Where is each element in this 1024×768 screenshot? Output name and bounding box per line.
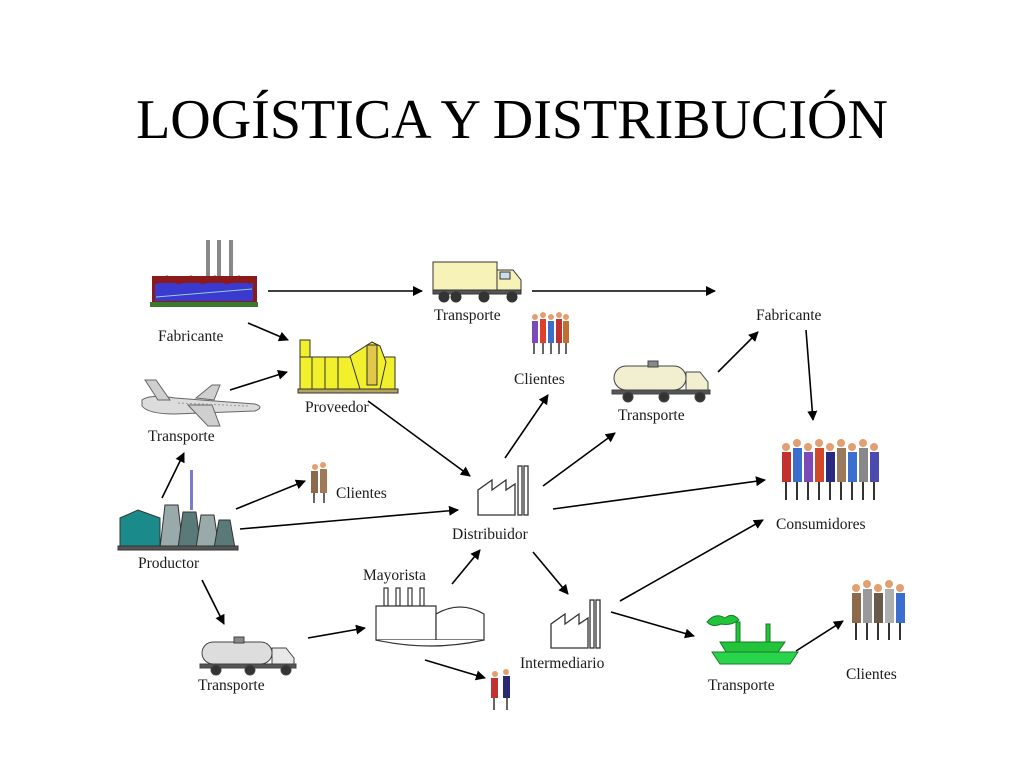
arrow-fabricante-to-proveedor [247,322,289,342]
arrow-mayorista-to-distribuidor [451,549,481,585]
label-productor: Productor [138,555,200,572]
label-fabricante-2: Fabricante [756,307,822,324]
tanker-truck-icon [199,636,297,676]
page-title: LOGÍSTICA Y DISTRIBUCIÓN [136,89,888,151]
arrow-intermediario-to-ship [610,611,695,639]
arrow-proveedor-to-distribuidor [367,400,471,477]
arrow-productor-to-clientes [235,479,306,510]
label-clientes-top: Clientes [514,371,565,388]
arrow-productor-to-plane [161,452,185,499]
label-clientes-right: Clientes [846,666,897,683]
warehouse-icon [375,587,485,647]
label-transporte-plane: Transporte [148,428,215,445]
arrow-mayorista-to-couple [424,659,486,681]
tanker-truck-icon [611,360,711,403]
label-mayorista: Mayorista [363,567,426,584]
label-transporte-tanker: Transporte [618,407,685,424]
arrow-intermediario-to-consumidores [619,519,764,602]
label-transporte-ship: Transporte [708,677,775,694]
arrow-transporte-to-mayorista [307,624,366,639]
arrow-productor-to-transporte [201,579,225,625]
arrow-ship-to-clientes [795,620,844,652]
arrows [161,286,844,681]
arrow-distribuidor-to-consumidores [552,476,766,510]
arrow-productor-to-distribuidor [239,505,459,530]
power-plant-icon [117,470,239,551]
label-clientes-left: Clientes [336,485,387,502]
airplane-icon [141,379,261,427]
label-proveedor: Proveedor [305,399,370,416]
label-transporte-top: Transporte [434,307,501,324]
factory-outline-icon [550,599,601,649]
factory-icon [150,240,258,307]
people-icon [852,580,905,640]
arrow-fabricante-to-consumidores [805,329,818,421]
truck-icon [432,261,522,303]
label-transporte-bottom-left: Transporte [198,677,265,694]
supplier-icon [297,339,399,394]
arrow-distribuidor-to-tanker [542,432,616,487]
label-consumidores: Consumidores [776,516,866,533]
ship-icon [706,614,799,665]
people-icon [491,669,510,710]
people-icon [532,312,569,354]
crowd-icon [782,439,879,500]
label-distribuidor: Distribuidor [452,526,529,543]
arrow-tanker-to-fabricante [717,331,759,373]
arrow-distribuidor-to-intermediario [532,551,569,595]
arrow-plane-to-proveedor [229,369,288,391]
label-intermediario: Intermediario [520,655,605,672]
label-fabricante-1: Fabricante [158,328,224,345]
people-icon [311,462,327,503]
arrow-distribuidor-to-clientes [504,394,549,459]
factory-outline-icon [477,465,529,516]
